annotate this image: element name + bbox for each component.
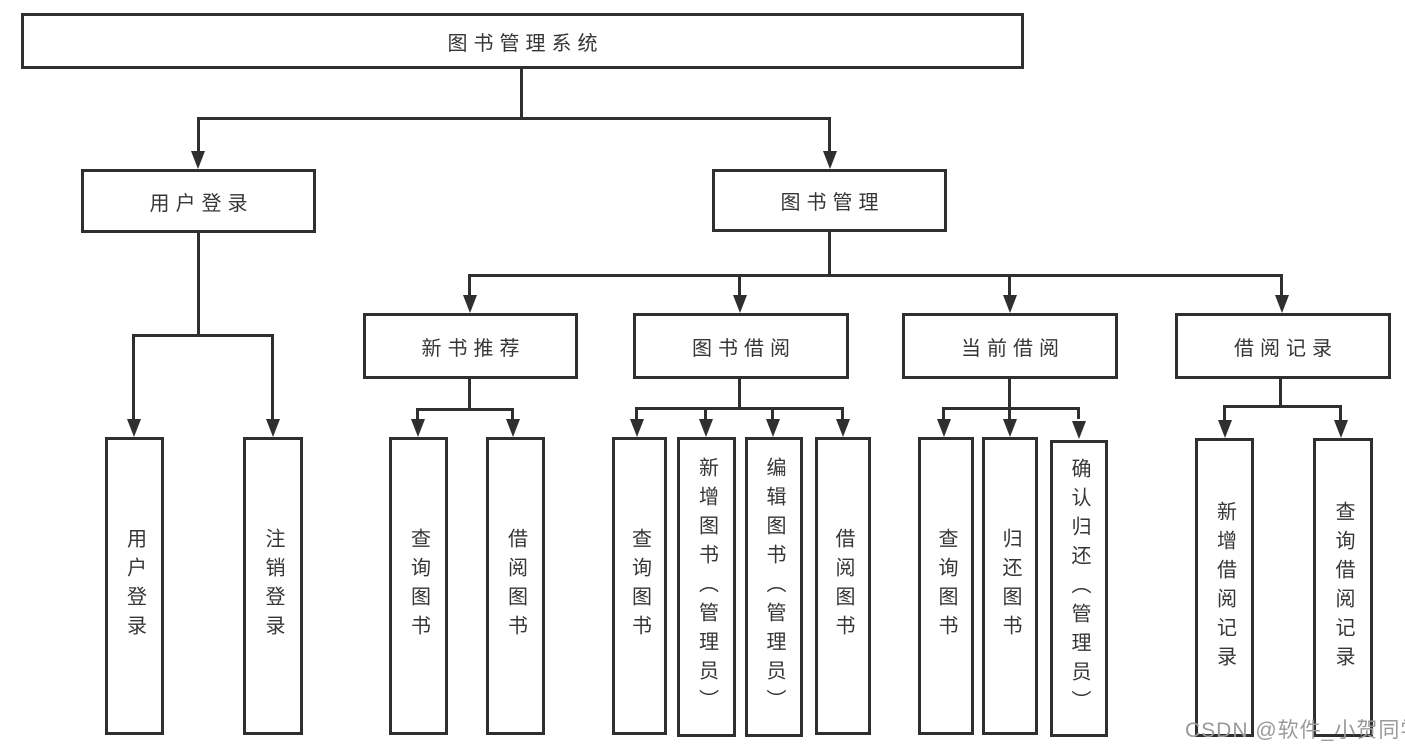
leaf-current-return-book: 归还图书	[982, 437, 1038, 735]
leaf-records-query-record: 查询借阅记录	[1313, 438, 1373, 737]
connector-leaf-shaft	[635, 407, 638, 419]
leaf-user-login: 用户登录	[105, 437, 164, 735]
arrow-down-icon	[836, 419, 850, 437]
connector-current-shaft	[1008, 274, 1011, 296]
leaf-records-add-record: 新增借阅记录	[1195, 438, 1254, 737]
connector-records-shaft	[1280, 274, 1283, 296]
arrow-down-icon	[630, 419, 644, 437]
arrow-down-icon	[1072, 421, 1086, 439]
connector-user-drop	[197, 232, 200, 334]
arrow-down-icon	[127, 419, 141, 437]
leaf-recommend-query-book: 查询图书	[389, 437, 448, 735]
connector-leaf-shaft	[511, 408, 514, 419]
connector-level3-rail	[468, 274, 1283, 277]
connector-borrow-rail	[635, 407, 844, 410]
connector-recommend-drop	[468, 379, 471, 408]
leaf-borrow-query-book: 查询图书	[612, 437, 667, 735]
connector-borrow-shaft	[738, 274, 741, 296]
connector-records-rail	[1223, 405, 1342, 408]
arrow-down-icon	[411, 419, 425, 437]
connector-borrow-drop	[738, 379, 741, 407]
connector-current-rail	[942, 407, 1080, 410]
leaf-current-query-book: 查询图书	[918, 437, 974, 735]
arrow-down-icon	[1218, 420, 1232, 438]
leaf-borrow-borrow-book: 借阅图书	[815, 437, 871, 735]
connector-leaf-shaft	[1077, 407, 1080, 419]
connector-leaf-shaft	[771, 407, 774, 419]
arrow-down-icon	[191, 151, 205, 169]
leaf-borrow-edit-book-admin: 编辑图书（管理员）	[745, 437, 803, 737]
arrow-down-icon	[766, 419, 780, 437]
connector-leaf-shaft	[1223, 405, 1226, 420]
connector-leaf-shaft	[1008, 407, 1011, 419]
arrow-down-icon	[699, 419, 713, 437]
connector-leaf-shaft	[271, 334, 274, 419]
connector-book-mgmt-drop	[828, 232, 831, 274]
csdn-watermark: CSDN @软件_小贺同学	[1185, 719, 1405, 742]
connector-user-rail	[132, 334, 274, 337]
connector-leaf-shaft	[132, 334, 135, 419]
arrow-down-icon	[266, 419, 280, 437]
node-book-management: 图书管理	[712, 169, 947, 232]
connector-leaf-shaft	[942, 407, 945, 419]
leaf-current-confirm-return-admin: 确认归还（管理员）	[1050, 440, 1108, 737]
arrow-down-icon	[733, 295, 747, 313]
connector-level2-rail	[197, 117, 831, 120]
node-root-library-system: 图书管理系统	[21, 13, 1024, 69]
arrow-down-icon	[506, 419, 520, 437]
leaf-borrow-add-book-admin: 新增图书（管理员）	[677, 437, 736, 737]
connector-leaf-shaft	[841, 407, 844, 419]
connector-leaf-shaft	[1339, 405, 1342, 420]
connector-recommend-rail	[416, 408, 514, 411]
node-current-borrow: 当前借阅	[902, 313, 1118, 379]
connector-user-login-shaft	[197, 117, 200, 153]
connector-leaf-shaft	[416, 408, 419, 419]
node-book-borrow: 图书借阅	[633, 313, 849, 379]
connector-book-mgmt-shaft	[828, 117, 831, 153]
arrow-down-icon	[823, 151, 837, 169]
arrow-down-icon	[1003, 419, 1017, 437]
connector-recommend-shaft	[468, 274, 471, 296]
arrow-down-icon	[1003, 295, 1017, 313]
arrow-down-icon	[1275, 295, 1289, 313]
node-new-book-recommend: 新书推荐	[363, 313, 578, 379]
arrow-down-icon	[463, 295, 477, 313]
node-user-login: 用户登录	[81, 169, 316, 233]
connector-records-drop	[1279, 379, 1282, 405]
arrow-down-icon	[937, 419, 951, 437]
node-borrow-records: 借阅记录	[1175, 313, 1391, 379]
leaf-recommend-borrow-book: 借阅图书	[486, 437, 545, 735]
leaf-logout: 注销登录	[243, 437, 303, 735]
connector-leaf-shaft	[704, 407, 707, 419]
connector-root-drop	[520, 68, 523, 118]
connector-current-drop	[1008, 379, 1011, 407]
arrow-down-icon	[1334, 420, 1348, 438]
